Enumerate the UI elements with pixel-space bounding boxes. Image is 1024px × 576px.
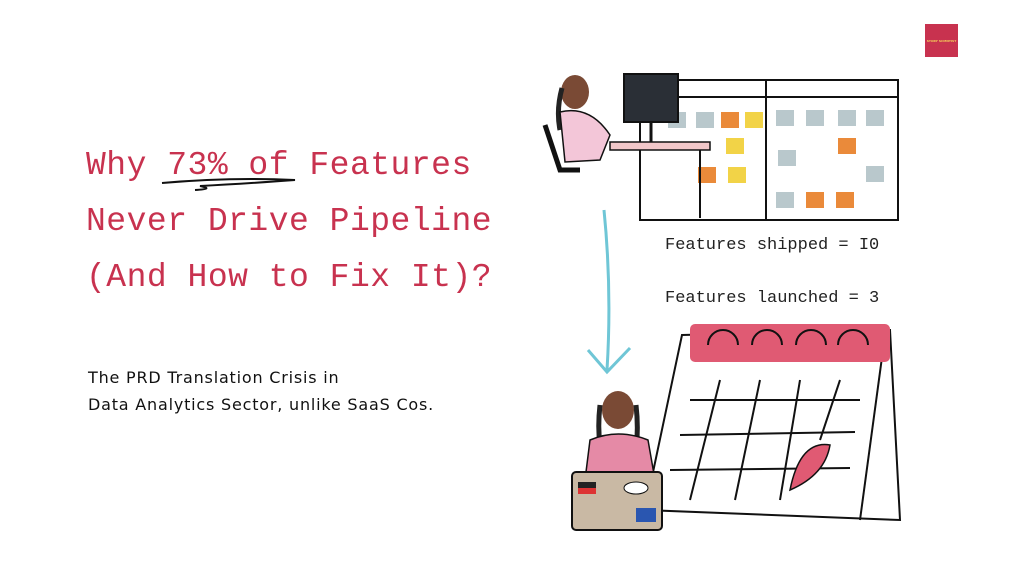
person-at-computer-illustration: [542, 73, 711, 218]
subtitle: The PRD Translation Crisis in Data Analy…: [88, 364, 434, 418]
title-line-2: Never Drive Pipeline: [86, 203, 493, 240]
title-line-3: (And How to Fix It)?: [86, 259, 493, 296]
features-shipped-label: Features shipped = I0: [665, 236, 880, 255]
subtitle-line-2: Data Analytics Sector, unlike SaaS Cos.: [88, 395, 435, 414]
page-title: Why 73% of Features Never Drive Pipeline…: [86, 138, 492, 306]
underline-swirl: [161, 178, 296, 191]
brand-logo: STORY SCIENTIST: [925, 24, 958, 57]
title-line-1: Why 73% of Features: [86, 147, 472, 184]
subtitle-line-1: The PRD Translation Crisis in: [88, 368, 340, 387]
features-launched-label: Features launched = 3: [665, 289, 880, 308]
sticky-notes: [668, 110, 884, 208]
person-with-laptop-illustration: [571, 391, 663, 531]
logo-text: STORY SCIENTIST: [926, 38, 957, 43]
down-arrow-icon: [586, 209, 632, 375]
calendar-illustration: [643, 324, 902, 522]
rocket-icon: [788, 443, 831, 492]
